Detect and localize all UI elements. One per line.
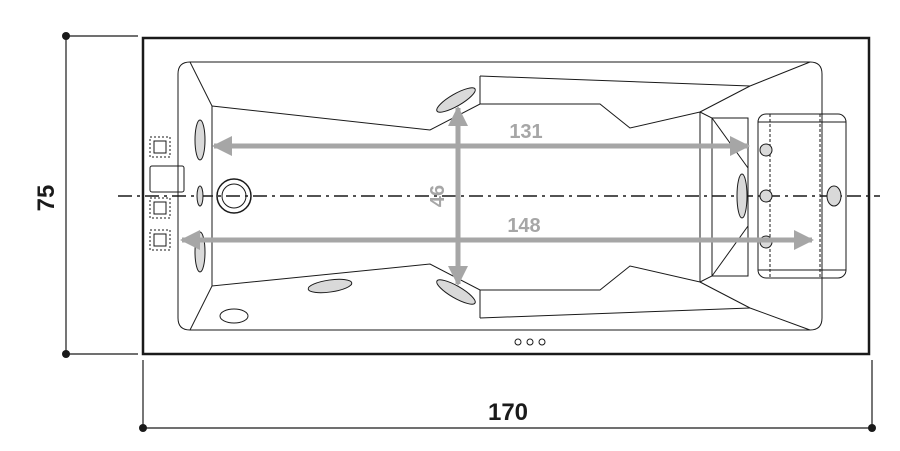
label-inner-length-top: 131 [509,121,542,143]
label-inner-length-bottom: 148 [507,215,540,237]
inner-dimension-arrows [180,106,814,286]
label-overall-width: 75 [33,185,60,212]
control-button-icon [149,165,185,193]
label-inner-width: 46 [427,185,449,207]
indicator-dots [514,338,546,346]
dimension-end-dots [62,32,876,432]
tub-basin-contours [189,61,811,331]
jet-icon [194,87,842,305]
control-button-icon [149,197,171,219]
control-button-icon [149,229,171,251]
drain-icon [216,178,252,214]
control-button-icon [149,136,171,158]
overflow-icon [219,308,249,324]
label-overall-length: 170 [488,399,528,426]
control-panel [149,136,185,251]
overall-dimension-lines [65,35,873,429]
